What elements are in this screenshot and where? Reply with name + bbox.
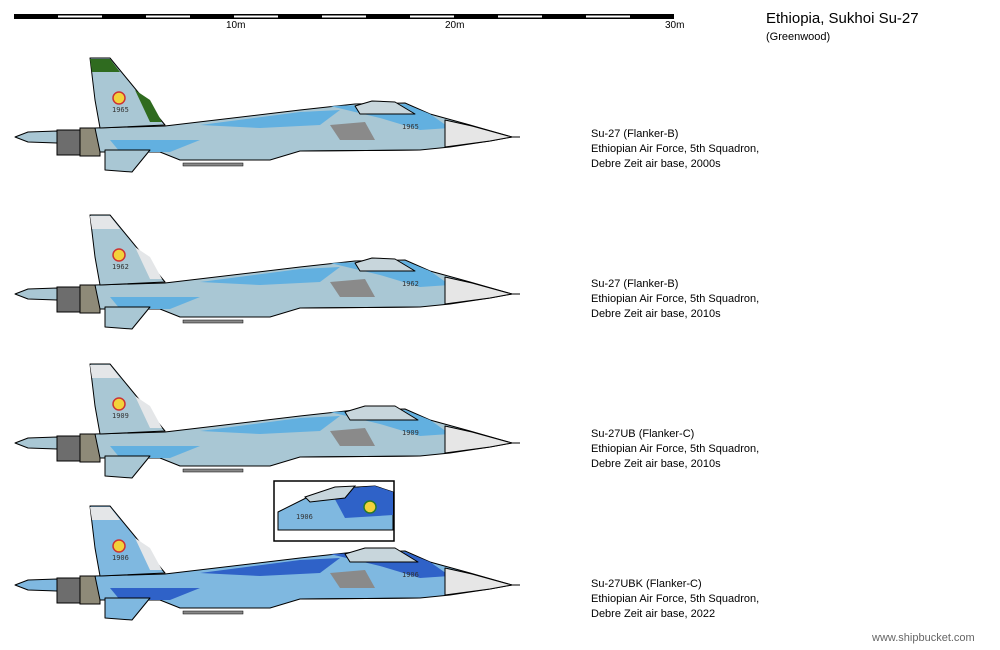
radome xyxy=(444,276,513,305)
camo-patch xyxy=(200,267,340,285)
inset-serial: 1906 xyxy=(296,513,313,521)
roundel-emblem-icon xyxy=(112,397,126,411)
scale-label-10m: 10m xyxy=(226,20,246,31)
scale-bar-segment xyxy=(322,15,366,18)
nose-serial: 1909 xyxy=(402,429,419,437)
caption-type: Su-27UBK (Flanker-C) xyxy=(591,578,702,590)
camo-patch xyxy=(110,446,200,458)
scale-bar-segment xyxy=(410,15,454,18)
page-title: Ethiopia, Sukhoi Su-27 xyxy=(766,10,919,27)
fin-tip xyxy=(90,365,120,378)
camo-patch xyxy=(110,588,200,600)
inset-canopy xyxy=(304,485,357,503)
pylon xyxy=(182,610,244,615)
author-credit: (Greenwood) xyxy=(766,31,831,43)
tail-boom xyxy=(14,130,58,144)
pylon xyxy=(182,162,244,167)
caption-aircraft-4: Su-27UBK (Flanker-C) Ethiopian Air Force… xyxy=(591,577,759,622)
caption-type: Su-27 (Flanker-B) xyxy=(591,128,679,140)
roundel-emblem-icon xyxy=(112,539,126,553)
ventral-fin xyxy=(104,597,151,621)
roundel-emblem-icon xyxy=(112,248,126,262)
tail-boom xyxy=(14,287,58,301)
tail-boom xyxy=(14,578,58,592)
tail-boom xyxy=(14,436,58,450)
nose-serial: 1965 xyxy=(402,123,419,131)
fin-stripe xyxy=(135,396,162,428)
tail-serial: 1906 xyxy=(112,554,129,562)
scale-bar-segment xyxy=(146,15,190,18)
fin-stripe xyxy=(135,90,162,122)
footer-site-link[interactable]: www.shipbucket.com xyxy=(872,632,975,644)
scale-bar-segment xyxy=(58,15,102,18)
inset-emblem-icon xyxy=(363,500,377,514)
scale-bar-segment xyxy=(234,15,278,18)
aircraft-profile-3: 1909 1909 xyxy=(14,363,520,479)
nose-serial: 1962 xyxy=(402,280,419,288)
caption-unit: Ethiopian Air Force, 5th Squadron, xyxy=(591,443,760,455)
caption-unit: Ethiopian Air Force, 5th Squadron, xyxy=(591,293,760,305)
intake-panel xyxy=(330,279,375,297)
ventral-fin xyxy=(104,149,151,173)
canopy xyxy=(354,100,416,115)
ventral-fin xyxy=(104,306,151,330)
camo-patch xyxy=(200,110,340,128)
tail-serial: 1962 xyxy=(112,263,129,271)
fin-stripe xyxy=(135,247,162,279)
caption-base: Debre Zeit air base, 2010s xyxy=(591,308,721,320)
intake-panel xyxy=(330,428,375,446)
ventral-fin xyxy=(104,455,151,479)
caption-unit: Ethiopian Air Force, 5th Squadron, xyxy=(591,143,760,155)
caption-base: Debre Zeit air base, 2010s xyxy=(591,458,721,470)
radome xyxy=(444,119,513,148)
fin-stripe xyxy=(135,538,162,570)
fin-tip xyxy=(90,507,120,520)
tail-serial: 1909 xyxy=(112,412,129,420)
cockpit-detail-inset: 1906 xyxy=(273,480,395,542)
caption-aircraft-2: Su-27 (Flanker-B) Ethiopian Air Force, 5… xyxy=(591,277,759,322)
fin-tip xyxy=(90,216,120,229)
scale-label-30m: 30m xyxy=(665,20,685,31)
aircraft-profile-1: 1965 1965 xyxy=(14,57,520,173)
radome xyxy=(444,567,513,596)
caption-aircraft-3: Su-27UB (Flanker-C) Ethiopian Air Force,… xyxy=(591,427,759,472)
panel-line xyxy=(299,597,421,600)
aircraft-profile-4: 1906 1906 xyxy=(14,505,520,621)
canopy xyxy=(354,257,416,272)
pylon xyxy=(182,468,244,473)
caption-base: Debre Zeit air base, 2022 xyxy=(591,608,716,620)
panel-line xyxy=(299,149,421,152)
aircraft-profile-2: 1962 1962 xyxy=(14,214,520,330)
caption-aircraft-1: Su-27 (Flanker-B) Ethiopian Air Force, 5… xyxy=(591,127,759,172)
caption-type: Su-27UB (Flanker-C) xyxy=(591,428,695,440)
panel-line xyxy=(299,455,421,458)
canopy xyxy=(344,405,419,421)
camo-patch xyxy=(110,297,200,309)
intake-panel xyxy=(330,570,375,588)
radome xyxy=(444,425,513,454)
scale-bar-segment xyxy=(586,15,630,18)
scale-bar-segment xyxy=(498,15,542,18)
pylon xyxy=(182,319,244,324)
caption-unit: Ethiopian Air Force, 5th Squadron, xyxy=(591,593,760,605)
camo-patch xyxy=(200,558,340,576)
tail-serial: 1965 xyxy=(112,106,129,114)
nose-serial: 1906 xyxy=(402,571,419,579)
caption-type: Su-27 (Flanker-B) xyxy=(591,278,679,290)
intake-panel xyxy=(330,122,375,140)
canopy xyxy=(344,547,419,563)
camo-patch xyxy=(110,140,200,152)
camo-patch xyxy=(200,416,340,434)
scale-label-20m: 20m xyxy=(445,20,465,31)
panel-line xyxy=(299,306,421,309)
caption-base: Debre Zeit air base, 2000s xyxy=(591,158,721,170)
roundel-emblem-icon xyxy=(112,91,126,105)
fin-tip xyxy=(90,59,120,72)
